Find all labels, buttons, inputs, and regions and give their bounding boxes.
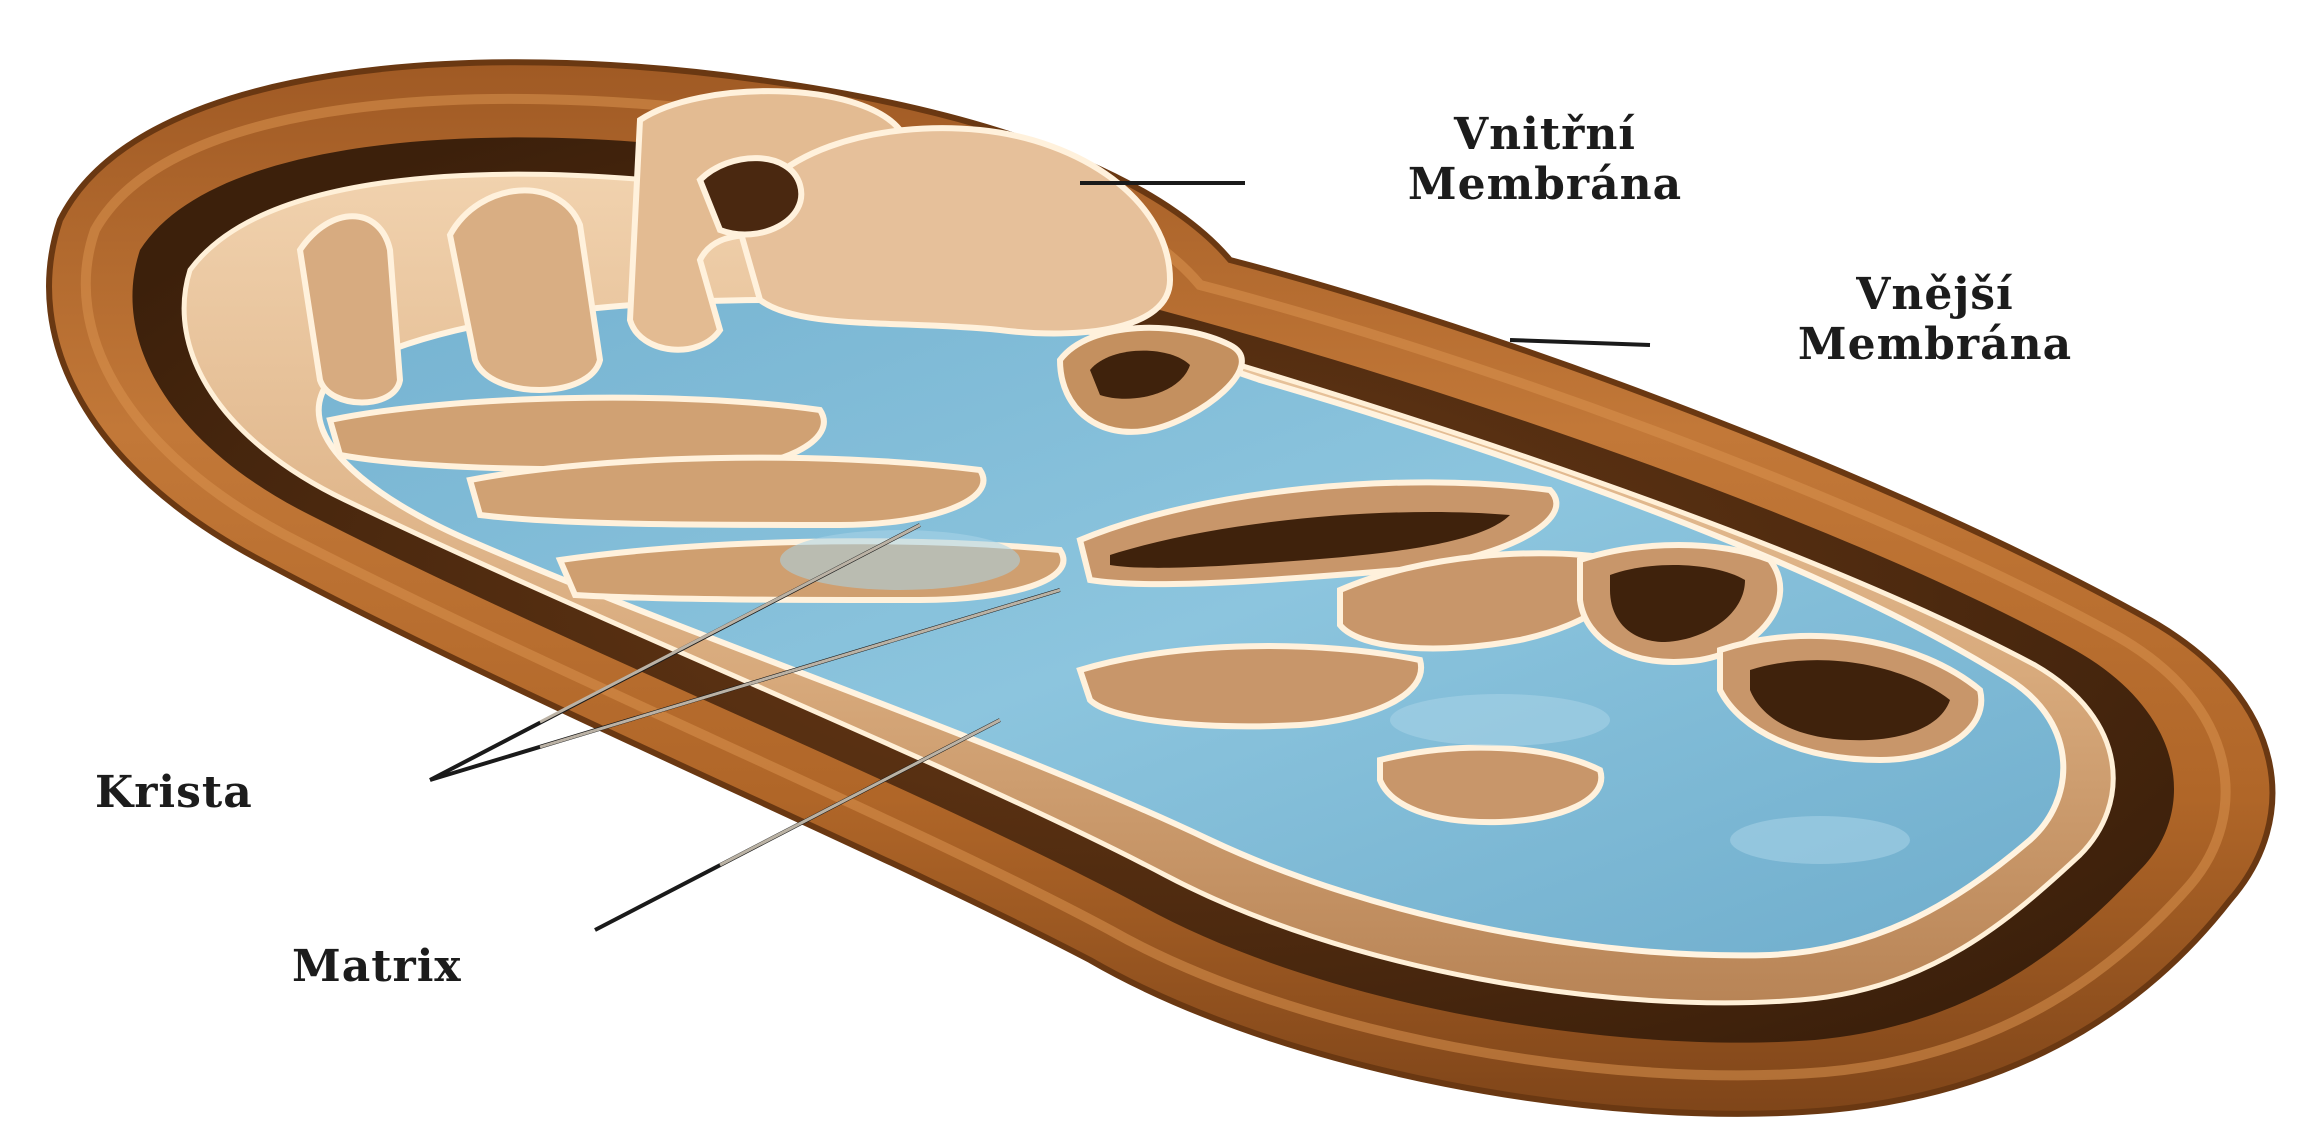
label-outer-membrane: Vnější Membrána <box>1700 270 2170 370</box>
leader-line-outer-membrane <box>1510 340 1650 345</box>
label-outer-membrane-line1: Vnější <box>1700 270 2170 320</box>
label-inner-membrane: Vnitřní Membrána <box>1330 110 1760 210</box>
label-crista: Krista <box>95 768 253 818</box>
label-inner-membrane-line1: Vnitřní <box>1330 110 1760 160</box>
label-matrix: Matrix <box>292 942 462 992</box>
label-inner-membrane-line2: Membrána <box>1330 160 1760 210</box>
label-outer-membrane-line2: Membrána <box>1700 320 2170 370</box>
